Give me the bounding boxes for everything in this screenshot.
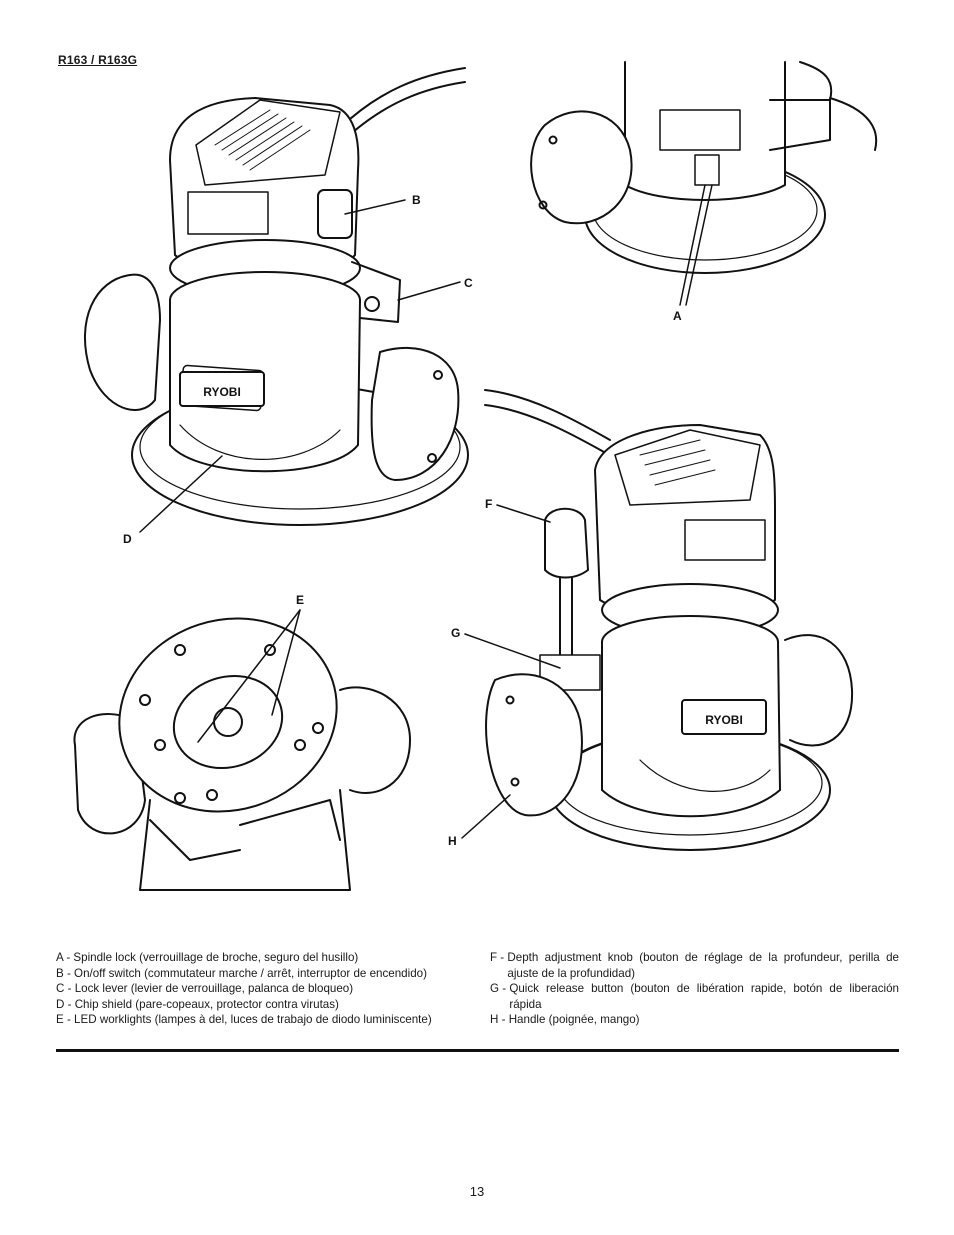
router-front-view xyxy=(84,67,469,526)
legend-item-c: C - Lock lever (levier de verrouillage, … xyxy=(56,982,354,996)
callout-f: F xyxy=(485,497,492,511)
model-heading: R163 / R163G xyxy=(58,53,138,67)
legend-item-g: G - Quick release button (bouton de libé… xyxy=(490,982,899,1011)
section-divider xyxy=(56,1049,899,1052)
legend-left: A - Spindle lock (verrouillage de broche… xyxy=(56,950,464,1028)
callout-c: C xyxy=(464,276,473,290)
legend-item-f: F - Depth adjustment knob (bouton de rég… xyxy=(490,951,899,980)
legend-item-e: E - LED worklights (lampes à del, luces … xyxy=(56,1013,432,1027)
callout-g: G xyxy=(451,626,460,640)
legend-item-d: D - Chip shield (pare-copeaux, protector… xyxy=(56,997,339,1011)
legend-item-b: B - On/off switch (commutateur marche / … xyxy=(56,966,427,980)
callout-h: H xyxy=(448,834,457,848)
legend-right: F - Depth adjustment knob (bouton de rég… xyxy=(490,950,899,1028)
router-side-view xyxy=(484,389,854,851)
legend-item-a: A - Spindle lock (verrouillage de broche… xyxy=(56,951,359,964)
callout-b: B xyxy=(412,193,421,207)
callout-a: A xyxy=(673,309,682,323)
router-bottom-view xyxy=(73,617,411,891)
legend-item-h: H - Handle (poignée, mango) xyxy=(490,1013,640,1027)
brand-mark-2: RYOBI xyxy=(705,713,743,727)
brand-mark-1: RYOBI xyxy=(203,385,241,399)
router-illustrations: RYOBI xyxy=(73,61,878,891)
spindle-lock-detail xyxy=(530,61,878,274)
page-number: 13 xyxy=(469,1184,485,1199)
callout-e: E xyxy=(296,593,304,607)
callout-d: D xyxy=(123,532,132,546)
